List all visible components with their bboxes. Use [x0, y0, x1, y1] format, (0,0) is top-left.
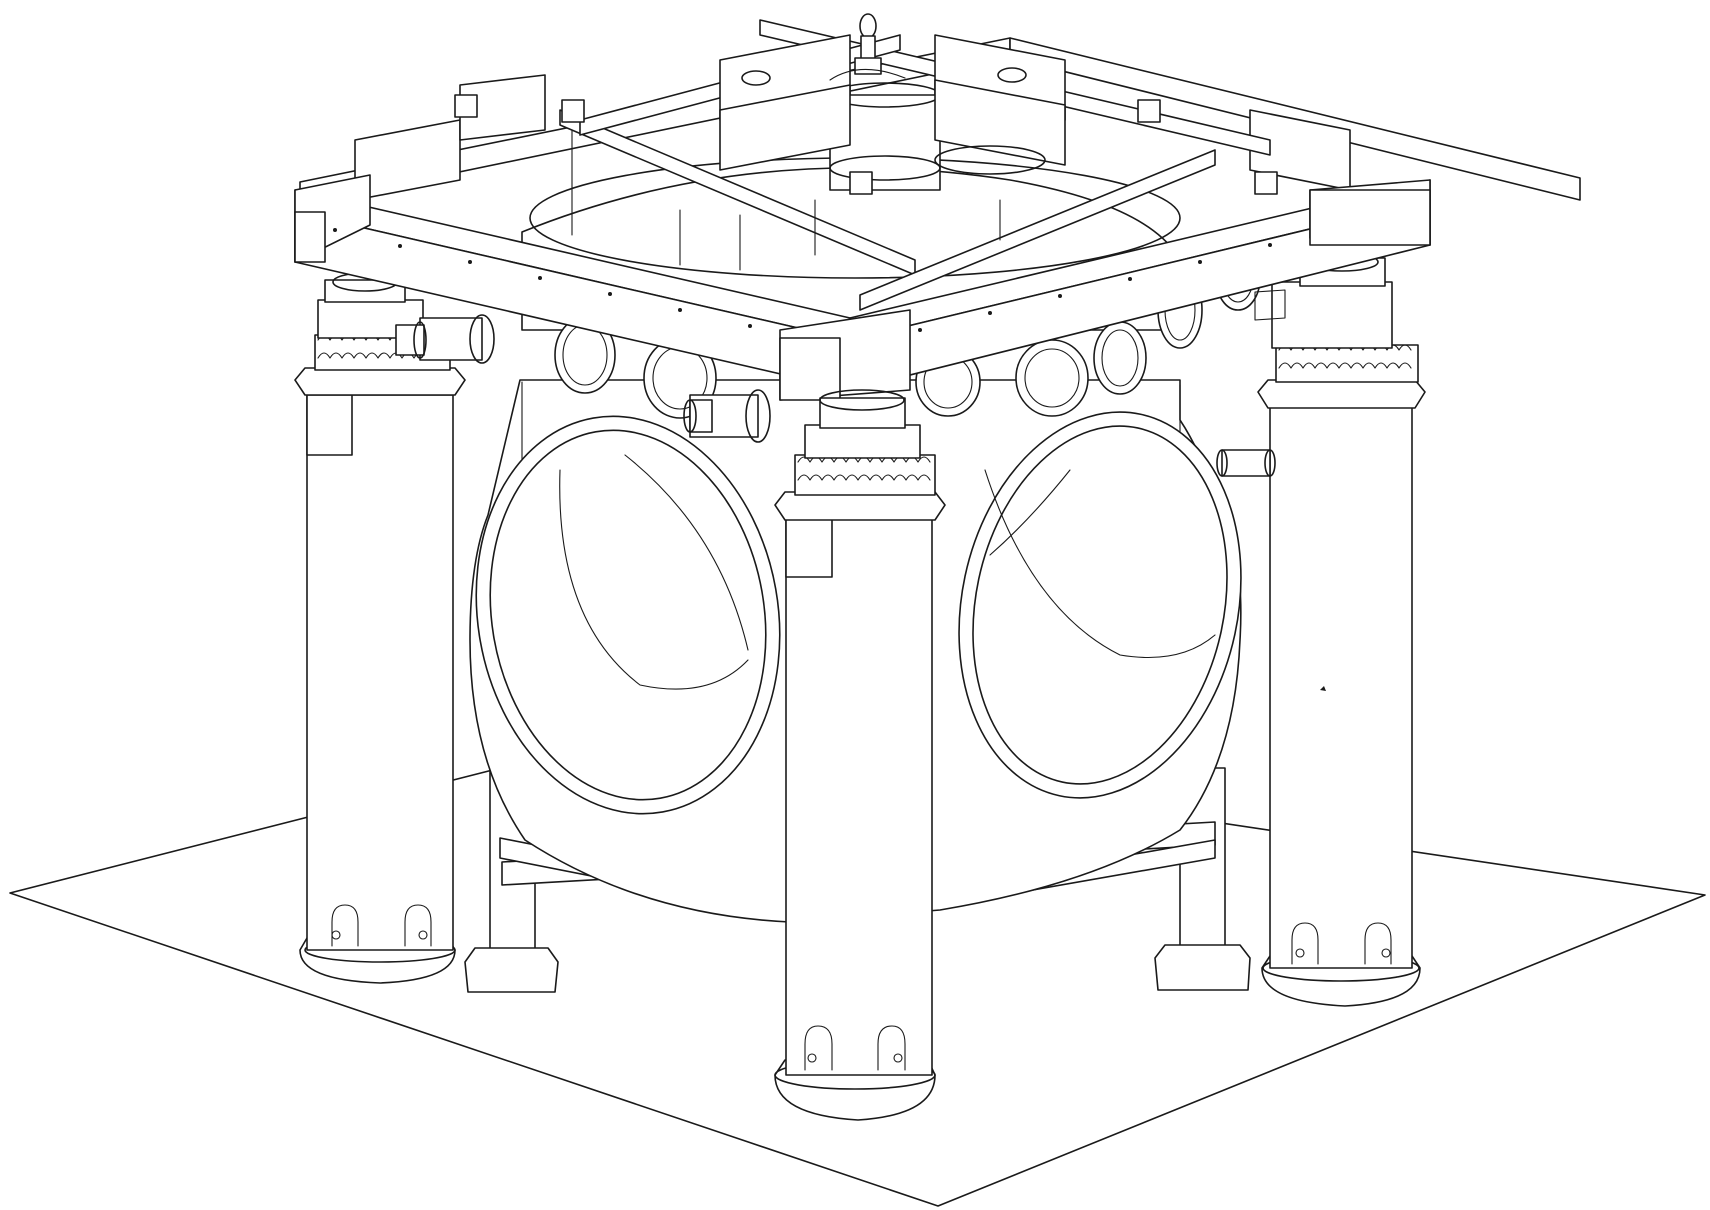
- upper-support-frame: [294, 13, 1581, 401]
- small-port: [1093, 321, 1147, 395]
- support-column-back-left: [294, 272, 466, 984]
- stray-mark: [1320, 686, 1326, 691]
- isolation-stage-front: [794, 389, 936, 496]
- support-column-front: [774, 389, 946, 1121]
- side-spigot-right: [1216, 449, 1276, 477]
- front-spigot: [683, 389, 771, 443]
- large-viewport-port-left: [475, 415, 781, 815]
- small-port: [1015, 339, 1089, 417]
- lifting-eye: [829, 13, 906, 81]
- side-spigot-left: [395, 314, 495, 364]
- large-viewport-port-right: [958, 411, 1242, 799]
- support-column-back-right: [1257, 252, 1426, 1007]
